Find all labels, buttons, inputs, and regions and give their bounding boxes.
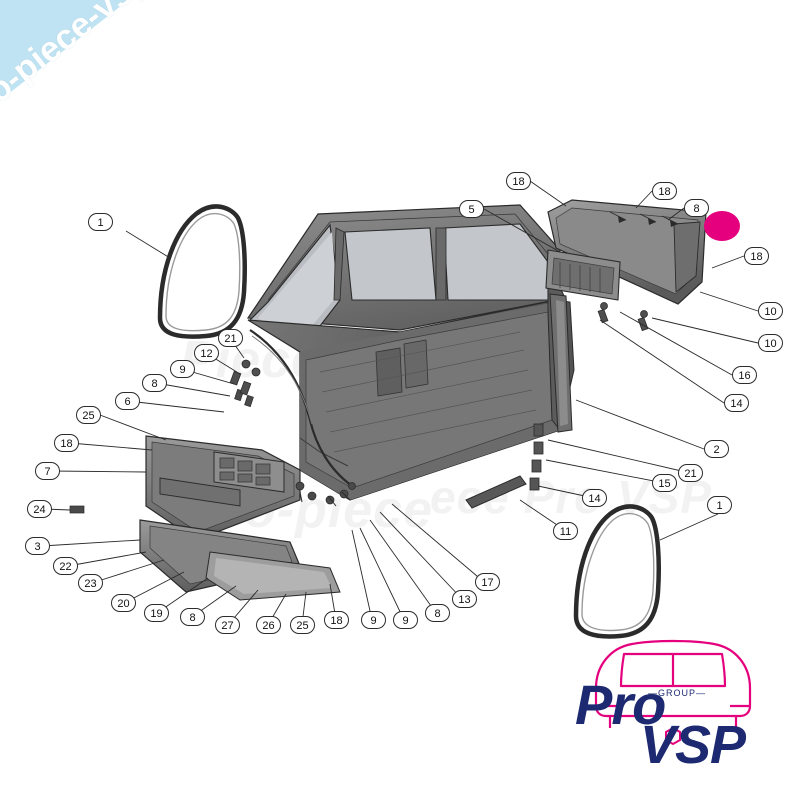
callout-bubble[interactable]: 8	[142, 374, 167, 392]
callout-bubble[interactable]: 11	[553, 522, 578, 540]
callout-bubble[interactable]: 1	[707, 496, 732, 514]
rear-light-unit	[545, 249, 621, 301]
callout-bubble[interactable]: 12	[194, 344, 219, 362]
rear-trim-strip	[549, 293, 573, 433]
callout-bubble[interactable]: 8	[425, 604, 450, 622]
callout-bubble[interactable]: 9	[361, 611, 386, 629]
provsp-logo: —GROUP— Pro VSP	[570, 610, 780, 775]
callout-bubble[interactable]: 7	[35, 462, 60, 480]
callout-bubble[interactable]: 16	[732, 366, 757, 384]
callout-bubble[interactable]: 27	[215, 616, 240, 634]
rear-spoiler-panel	[547, 199, 740, 305]
callout-bubble[interactable]: 19	[144, 604, 169, 622]
logo-car-icon	[594, 639, 752, 746]
callout-bubble[interactable]: 21	[678, 464, 703, 482]
highlighted-part-marker	[704, 211, 740, 241]
callout-bubble[interactable]: 1	[88, 213, 113, 231]
rocker-trim	[465, 475, 527, 509]
callout-bubble[interactable]: 14	[582, 489, 607, 507]
callout-bubble[interactable]: 6	[115, 392, 140, 410]
callout-bubble[interactable]: 21	[218, 329, 243, 347]
callout-bubble[interactable]: 18	[54, 434, 79, 452]
callout-bubble[interactable]: 26	[256, 616, 281, 634]
callout-bubble[interactable]: 8	[180, 608, 205, 626]
callout-bubble[interactable]: 5	[459, 200, 484, 218]
callout-bubble[interactable]: 22	[53, 557, 78, 575]
door-seal-left	[157, 204, 247, 339]
callout-bubble[interactable]: 24	[27, 500, 52, 518]
callout-bubble[interactable]: 18	[324, 611, 349, 629]
callout-bubble[interactable]: 15	[652, 474, 677, 492]
callout-bubble[interactable]: 23	[78, 574, 103, 592]
callout-bubble[interactable]: 9	[170, 360, 195, 378]
logo-pro-text: Pro	[575, 673, 666, 736]
door-seal-right	[573, 504, 661, 639]
logo-vsp-text: VSP	[640, 715, 746, 775]
callout-bubble[interactable]: 9	[393, 611, 418, 629]
callout-bubble[interactable]: 8	[684, 199, 709, 217]
callout-bubble[interactable]: 25	[290, 616, 315, 634]
rear-hardware	[597, 302, 649, 332]
callout-bubble[interactable]: 18	[744, 247, 769, 265]
vertical-weatherstrip	[529, 423, 544, 491]
callout-bubble[interactable]: 3	[25, 537, 50, 555]
callout-bubble[interactable]: 18	[652, 182, 677, 200]
callout-bubble[interactable]: 13	[452, 590, 477, 608]
callout-bubble[interactable]: 10	[758, 334, 783, 352]
logo-group-text: —GROUP—	[648, 688, 707, 698]
callout-bubble[interactable]: 18	[506, 172, 531, 190]
callout-bubble[interactable]: 25	[76, 406, 101, 424]
callout-bubble[interactable]: 20	[111, 594, 136, 612]
callout-bubble[interactable]: 14	[724, 394, 749, 412]
callout-bubble[interactable]: 10	[758, 302, 783, 320]
callout-bubble[interactable]: 17	[475, 573, 500, 591]
callout-bubble[interactable]: 2	[704, 440, 729, 458]
